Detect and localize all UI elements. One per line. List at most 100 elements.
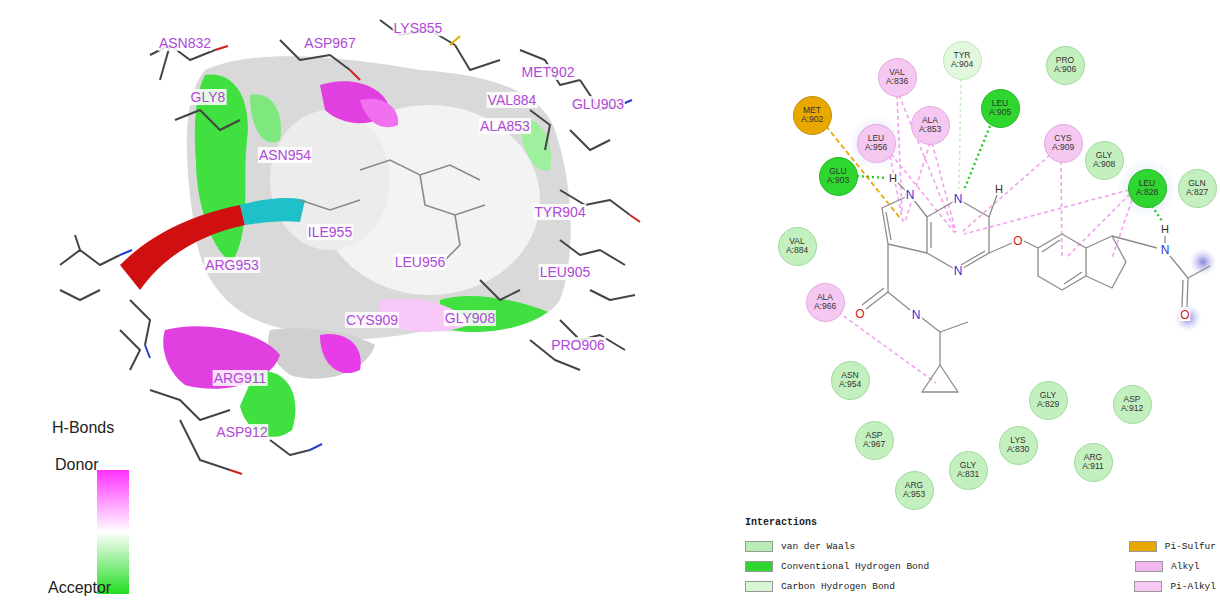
residue-name: GLY A:831	[953, 461, 983, 479]
residue-label: LEU905	[539, 264, 592, 280]
pocket-surface	[270, 110, 390, 250]
residue-name: ASP A:912	[1117, 395, 1147, 413]
legend-swatch	[1134, 581, 1162, 592]
hbond-lines	[1152, 206, 1162, 221]
residue-name: VAL A:884	[782, 237, 812, 255]
legend-swatch	[745, 561, 773, 572]
legend-text: Pi-Sulfur	[1165, 541, 1216, 552]
ligand-structure	[922, 318, 940, 332]
residue-label: VAL884	[487, 92, 538, 108]
residue-circle: ALA A:853	[911, 106, 950, 145]
legend-swatch	[745, 541, 773, 552]
residue-name: LEU A:905	[985, 99, 1015, 117]
atom-tips	[310, 444, 322, 450]
residue-name: GLN A:827	[1182, 179, 1212, 197]
color-bar-label: H-Bonds	[52, 419, 114, 437]
atom-tips	[630, 215, 640, 222]
alkyl-interaction-lines	[1112, 200, 1132, 258]
residue-label: MET902	[521, 64, 576, 80]
residue-circle: GLY A:829	[1029, 381, 1068, 420]
residue-name: MET A:902	[797, 106, 827, 124]
ligand-structure	[1086, 236, 1126, 288]
residue-name: LEU A:828	[1132, 179, 1162, 197]
atom-tips	[215, 46, 228, 50]
alkyl-interaction-lines	[962, 155, 1050, 232]
helix-ribbon	[120, 198, 305, 290]
residue-label: ARG911	[213, 370, 268, 386]
pocket-surface	[320, 334, 361, 373]
ligand-structure	[1064, 272, 1082, 284]
residue-sticks	[60, 250, 120, 265]
residue-name: ARG A:953	[899, 481, 929, 499]
residue-label: LEU956	[394, 254, 447, 270]
residue-name: LYS A:830	[1003, 436, 1033, 454]
alkyl-interaction-lines	[905, 143, 930, 222]
ligand-sticks	[300, 200, 360, 210]
alkyl-interaction-lines	[932, 143, 956, 232]
residue-label: ALA853	[479, 118, 531, 134]
ligand-structure	[1164, 236, 1165, 243]
residue-circle: ARG A:911	[1074, 443, 1113, 482]
residue-circle: GLU A:903	[819, 157, 858, 196]
residue-label: TYR904	[533, 204, 586, 220]
alkyl-interaction-lines	[891, 154, 955, 233]
pocket-surface	[163, 56, 570, 436]
solvent-halo	[850, 117, 902, 169]
residue-name: GLY A:908	[1089, 151, 1119, 169]
legend-row: Pi-Sulfur	[1129, 541, 1216, 552]
residue-name: ASN A:954	[835, 371, 865, 389]
atom-tips	[145, 345, 150, 358]
residue-circle: VAL A:884	[778, 227, 817, 266]
solvent-halo	[1174, 304, 1202, 332]
residue-label: ILE955	[307, 224, 353, 240]
residue-label: ASP967	[303, 35, 356, 51]
residue-circle: VAL A:836	[878, 58, 917, 97]
residue-name: GLY A:829	[1033, 391, 1063, 409]
atom-label: H	[994, 184, 1004, 195]
ligand-structure	[922, 365, 958, 392]
residue-label: GLY8	[190, 89, 227, 105]
hbond-lines	[857, 126, 1162, 221]
pocket-surface	[360, 99, 398, 127]
ligand-structure	[888, 292, 910, 310]
atom-label: H	[1160, 224, 1170, 235]
legend-row: van der Waals	[745, 541, 855, 552]
residue-name: CYS A:909	[1048, 134, 1078, 152]
legend-row: Alkyl	[1135, 561, 1200, 572]
residue-circle: GLY A:908	[1085, 141, 1124, 180]
ligand-structure	[862, 288, 884, 305]
atom-tips	[230, 470, 242, 474]
ligand-structure	[989, 243, 1012, 253]
residue-circle: ALA A:966	[806, 283, 845, 322]
residue-circle: ARG A:953	[895, 471, 934, 510]
residue-name: ALA A:853	[915, 116, 945, 134]
hbond-color-bar	[97, 470, 129, 594]
residue-circle: ASP A:967	[855, 421, 894, 460]
ligand-structure	[1024, 241, 1038, 248]
residue-sticks	[590, 290, 635, 300]
residue-circle: GLN A:827	[1178, 169, 1217, 208]
residue-sticks	[560, 240, 625, 265]
residue-circle: GLY A:831	[949, 451, 988, 490]
ligand-sticks	[420, 175, 485, 215]
ligand-structure	[886, 212, 891, 240]
residue-name: TYR A:904	[947, 51, 977, 69]
residue-circle: LYS A:830	[999, 426, 1038, 465]
residue-label: ASN954	[258, 147, 312, 163]
ligand-structure	[1038, 234, 1086, 290]
residue-sticks	[530, 110, 550, 150]
alkyl-interaction-lines	[1061, 161, 1062, 258]
legend-row: Conventional Hydrogen Bond	[745, 561, 929, 572]
residue-circle: PRO A:906	[1046, 46, 1085, 85]
solvent-halo	[850, 117, 1217, 332]
residue-label: GLY908	[444, 310, 496, 326]
atom-label: N	[953, 265, 964, 277]
atom-label: O	[1012, 235, 1023, 247]
residue-label: CYS909	[345, 312, 399, 328]
color-bar-label: Acceptor	[48, 579, 111, 597]
color-bar-label: Donor	[55, 456, 99, 474]
ligand-structure	[882, 195, 927, 253]
residue-sticks	[480, 280, 520, 300]
pocket-surface	[163, 326, 280, 389]
